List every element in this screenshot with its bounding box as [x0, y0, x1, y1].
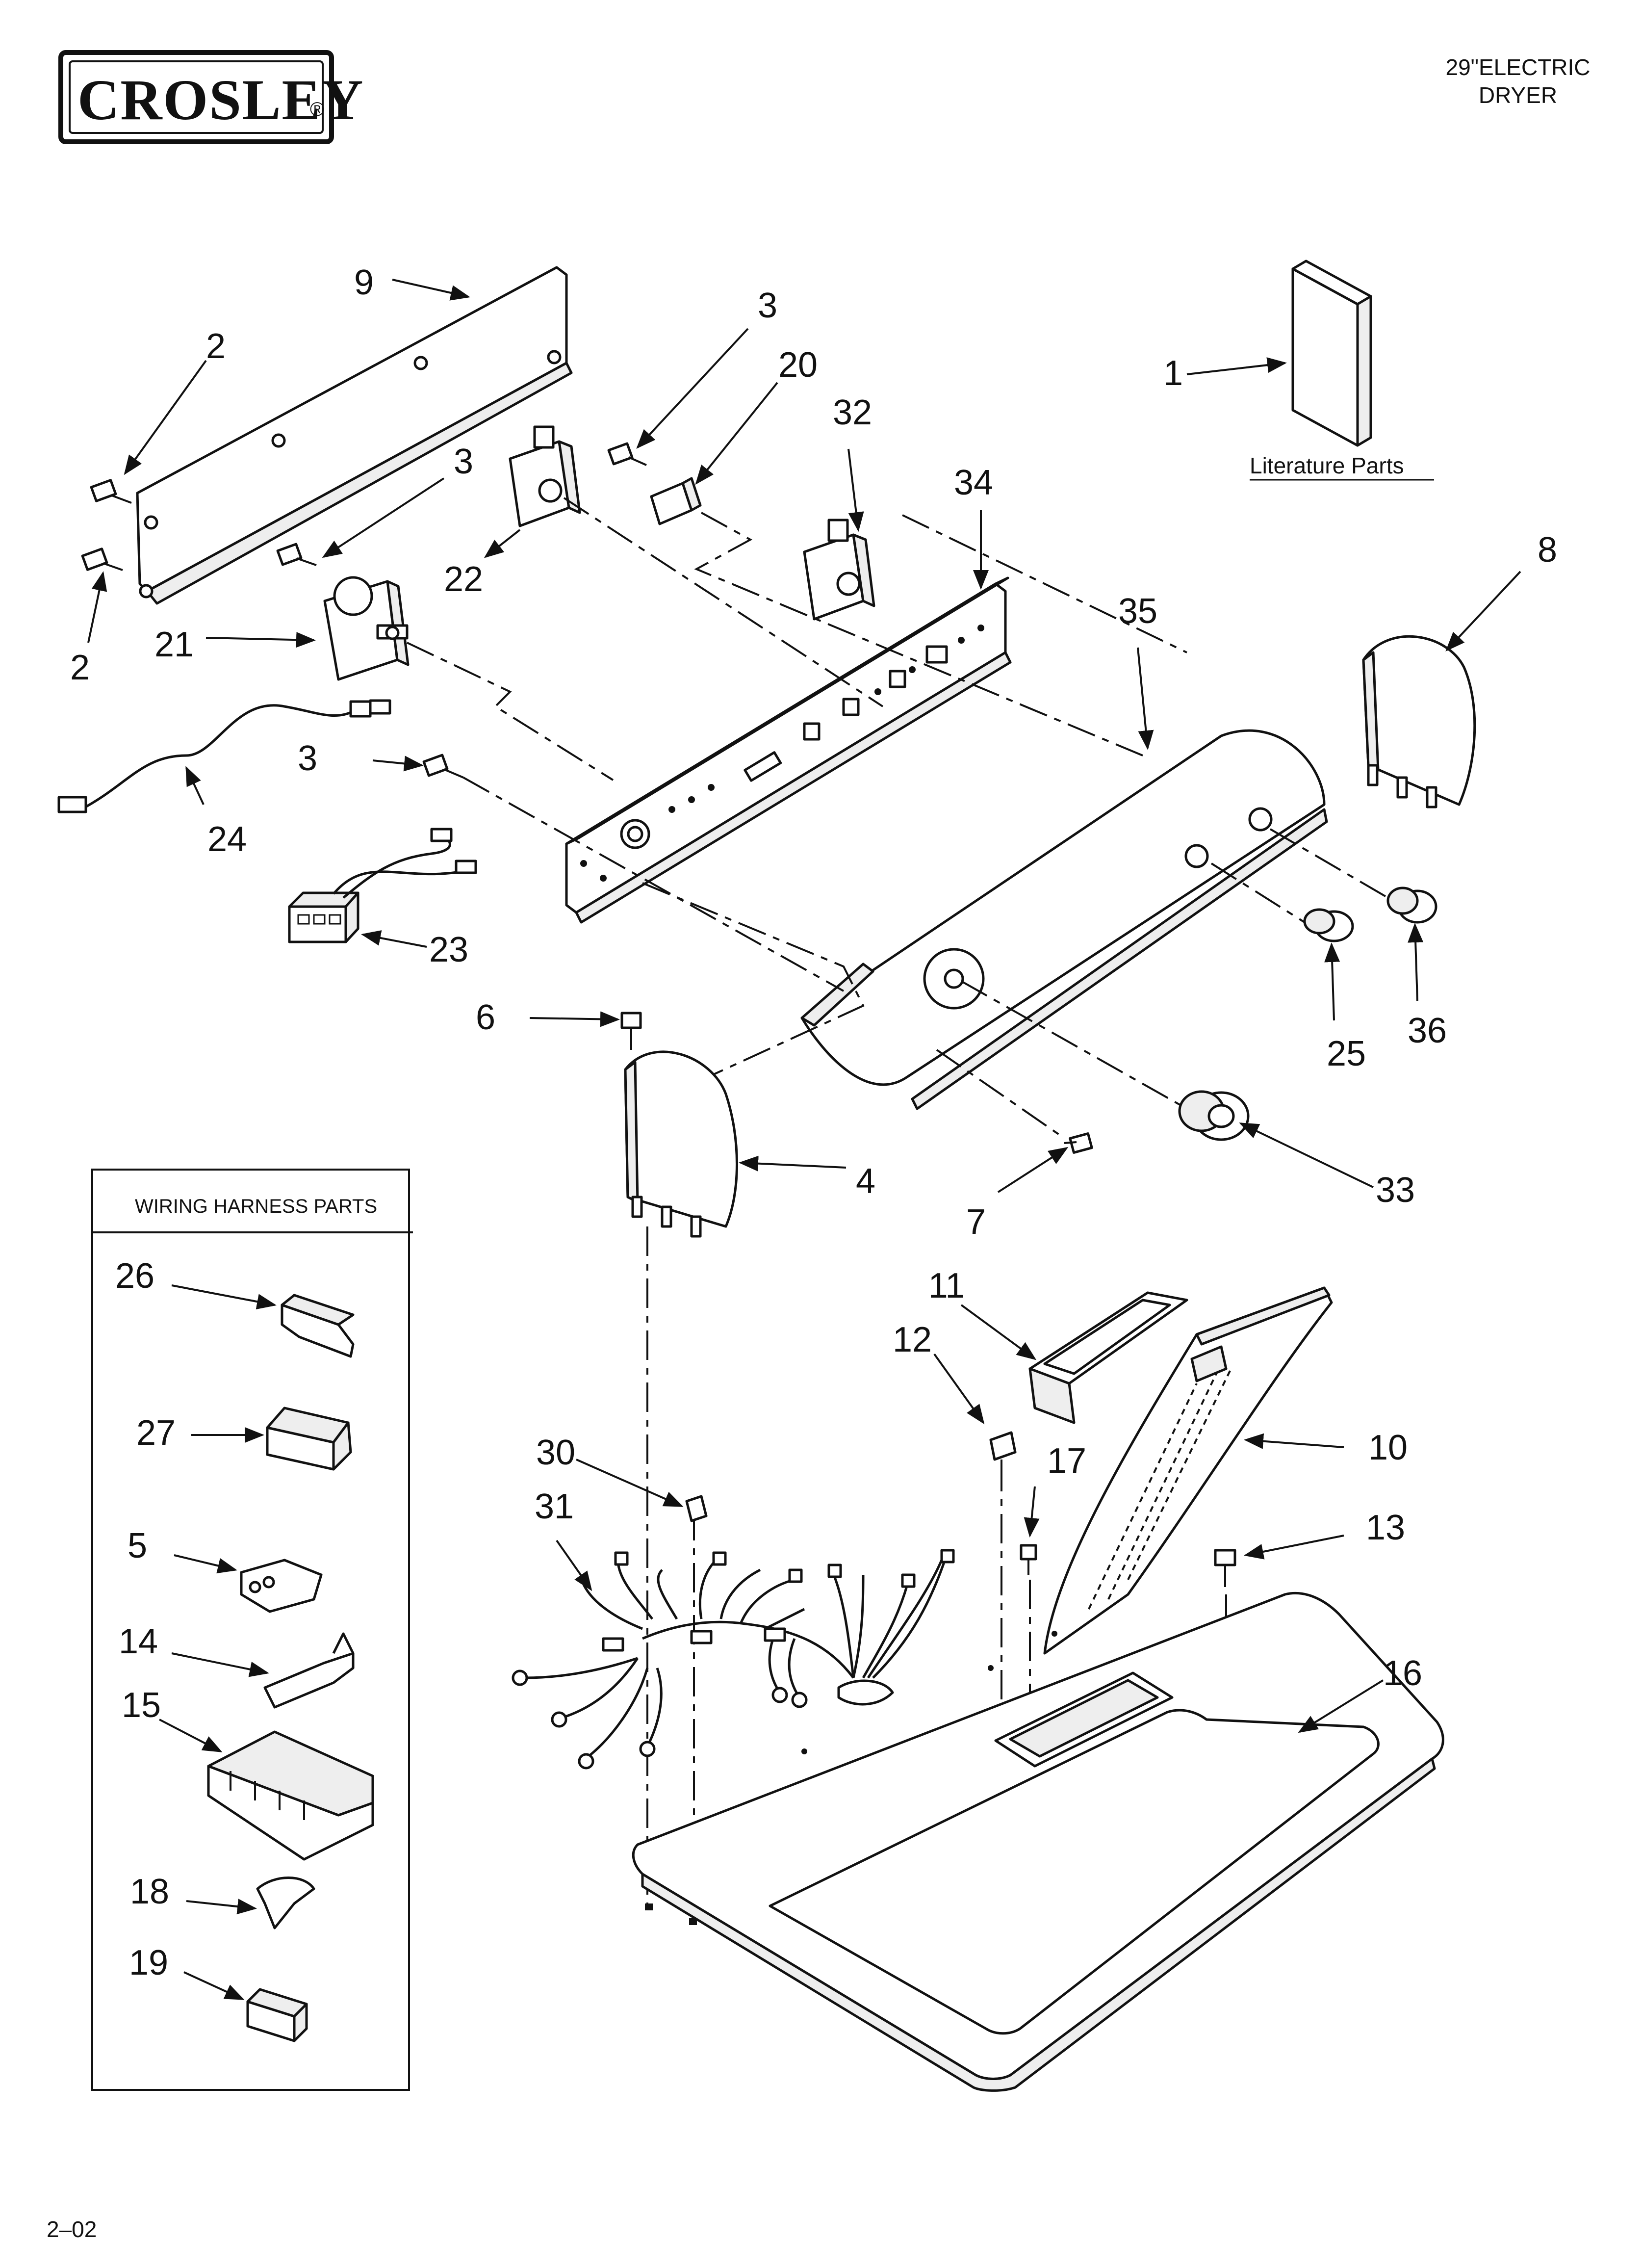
callout-2-upper: 2	[206, 327, 226, 366]
part-20-clip	[650, 477, 702, 525]
callout-21: 21	[154, 625, 194, 664]
top-base-16	[632, 1591, 1444, 2092]
part-26-connector	[281, 1294, 355, 1358]
switch-32	[803, 519, 875, 621]
callout-3-middle: 3	[298, 739, 317, 778]
callout-8: 8	[1538, 530, 1557, 570]
callout-9: 9	[354, 263, 374, 302]
timer-21	[323, 576, 410, 681]
lint-screen-11	[1028, 1291, 1188, 1424]
callout-18: 18	[130, 1872, 169, 1911]
callout-36: 36	[1408, 1011, 1447, 1050]
rear-console-panel	[136, 266, 573, 605]
callout-3-top: 3	[758, 286, 777, 325]
screw-2-lower	[81, 547, 123, 571]
screw-3-top	[607, 442, 647, 466]
callout-16: 16	[1383, 1654, 1422, 1693]
callout-2-lower: 2	[70, 648, 90, 687]
switch-22	[509, 425, 581, 527]
wire-24	[57, 699, 391, 813]
callout-20: 20	[778, 345, 818, 385]
callout-23: 23	[429, 930, 468, 969]
knob-33	[1178, 1090, 1250, 1141]
part-18-clip	[256, 1877, 315, 1929]
callout-14: 14	[119, 1622, 158, 1661]
model-title-line1: 29"ELECTRIC	[1446, 54, 1591, 80]
clip-12	[989, 1431, 1017, 1469]
footer-code: 2–02	[47, 2216, 97, 2242]
crosley-logo: CROSLEY ®	[58, 50, 364, 144]
screw-13	[1214, 1549, 1236, 1587]
knob-36	[1386, 886, 1437, 924]
callout-4: 4	[856, 1162, 875, 1201]
console-35	[800, 729, 1328, 1110]
logo-text: CROSLEY	[77, 68, 364, 132]
callout-17: 17	[1047, 1441, 1086, 1481]
callout-12: 12	[893, 1320, 932, 1359]
literature-parts	[1291, 260, 1372, 447]
callout-24: 24	[207, 820, 247, 859]
part-15-connector	[207, 1730, 374, 1861]
screw-2-upper	[90, 479, 132, 504]
callout-1: 1	[1163, 354, 1183, 393]
screw-3-left	[276, 543, 317, 566]
clip-30	[685, 1495, 708, 1522]
screw-6	[620, 1012, 642, 1050]
model-title-line2: DRYER	[1479, 82, 1557, 108]
callout-34: 34	[954, 463, 993, 502]
callout-30: 30	[536, 1433, 575, 1472]
callout-35: 35	[1118, 592, 1157, 631]
callout-7: 7	[966, 1202, 986, 1242]
callout-6: 6	[476, 998, 495, 1037]
callout-25: 25	[1327, 1034, 1366, 1073]
literature-parts-label: Literature Parts	[1250, 453, 1404, 478]
callout-22: 22	[444, 560, 483, 599]
callout-19: 19	[129, 1943, 168, 1982]
screw-3-middle	[422, 754, 464, 779]
logo-registered: ®	[310, 99, 324, 120]
wiring-harness-parts-box	[91, 1169, 413, 2091]
part-19-connector	[246, 1988, 308, 2042]
endcap-8	[1362, 635, 1476, 808]
knob-25	[1303, 908, 1354, 942]
wiring-harness-parts-title: WIRING HARNESS PARTS	[135, 1196, 377, 1217]
callout-10: 10	[1368, 1428, 1408, 1467]
leader-arrows	[87, 279, 1521, 2000]
callout-26: 26	[115, 1256, 154, 1296]
endcap-4	[624, 1050, 738, 1238]
callout-labels: 1 2 2 3 3 3 4 5 6 7 8 9 10 11 12 13 14 1…	[70, 263, 1557, 1982]
part-14-terminal	[263, 1632, 355, 1709]
screw-17	[1020, 1544, 1037, 1575]
callout-13: 13	[1366, 1508, 1405, 1547]
callout-5: 5	[128, 1526, 147, 1565]
wiring-harness-31	[512, 1549, 955, 1770]
callout-15: 15	[122, 1686, 161, 1725]
connector-23	[288, 828, 477, 943]
screw-7	[1064, 1132, 1093, 1154]
control-bracket-34	[565, 576, 1012, 924]
callout-32: 32	[833, 393, 872, 432]
callout-27: 27	[136, 1413, 176, 1453]
callout-3-left: 3	[454, 442, 473, 481]
lint-duct-10	[1043, 1286, 1333, 1655]
callout-31: 31	[535, 1487, 574, 1526]
callout-11: 11	[928, 1266, 965, 1305]
callout-33: 33	[1376, 1171, 1415, 1210]
assembly-lines	[407, 497, 1389, 1921]
part-5-connector	[240, 1559, 323, 1613]
part-27-connector	[266, 1407, 352, 1471]
